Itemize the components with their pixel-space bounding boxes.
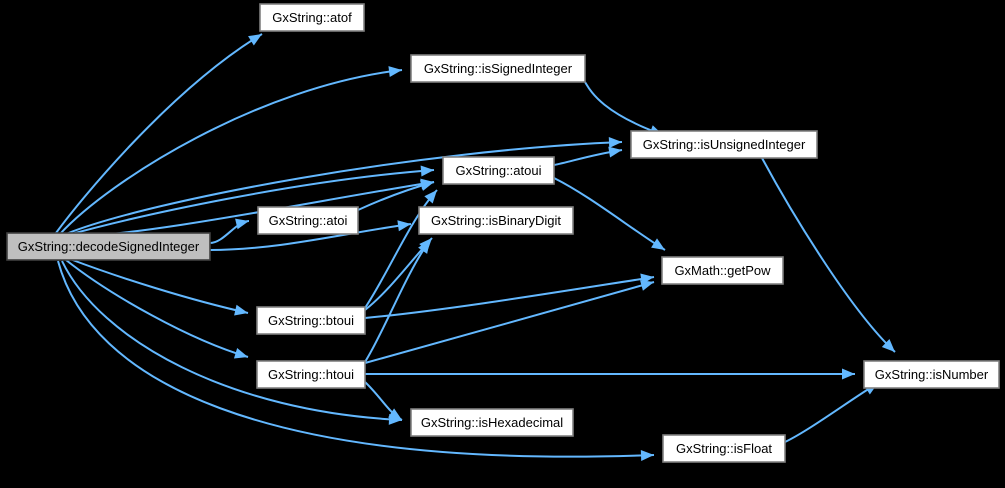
edge-htoui-to-isBinaryDigit (364, 239, 431, 363)
edge-decodeSignedInteger-to-atoui (67, 165, 435, 236)
node-label: GxString::btoui (268, 313, 354, 328)
edge-line (364, 276, 655, 319)
nodes-layer: GxString::decodeSignedInteger GxString::a… (6, 3, 1000, 463)
edge-arrowhead (608, 137, 622, 149)
edge-decodeSignedInteger-to-isFloat (57, 260, 655, 461)
edge-htoui-to-isNumber (364, 368, 856, 380)
node-isBinaryDigit[interactable]: GxString::isBinaryDigit (418, 206, 574, 235)
node-label: GxString::isBinaryDigit (431, 213, 561, 228)
node-isNumber[interactable]: GxString::isNumber (863, 360, 1000, 389)
edge-decodeSignedInteger-to-atoi (209, 218, 250, 244)
node-label: GxString::atof (272, 10, 352, 25)
edge-arrowhead (640, 449, 654, 461)
node-label: GxString::decodeSignedInteger (18, 239, 200, 254)
node-box[interactable] (256, 306, 366, 335)
node-box[interactable] (410, 408, 574, 437)
edge-decodeSignedInteger-to-isBinaryDigit (209, 220, 412, 251)
node-box[interactable] (6, 232, 211, 261)
node-box[interactable] (442, 156, 555, 185)
node-label: GxString::isSignedInteger (424, 61, 573, 76)
edge-line (761, 157, 896, 353)
edge-arrowhead (388, 66, 402, 78)
node-box[interactable] (257, 206, 359, 235)
node-box[interactable] (630, 130, 818, 159)
edge-arrowhead (842, 368, 855, 380)
edge-arrowhead (235, 218, 249, 230)
edge-line (65, 259, 249, 358)
edge-decodeSignedInteger-to-btoui (69, 258, 249, 316)
edge-line (57, 260, 655, 458)
edge-line (209, 223, 412, 251)
edge-arrowhead (397, 220, 411, 232)
edge-line (61, 260, 403, 421)
node-btoui[interactable]: GxString::btoui (256, 306, 366, 335)
edge-line (67, 169, 435, 236)
edge-decodeSignedInteger-to-isHexadecimal (61, 260, 403, 425)
edge-arrowhead (233, 347, 248, 359)
edge-line (69, 258, 249, 314)
node-label: GxString::isUnsignedInteger (643, 137, 806, 152)
edge-atoui-to-getPow (553, 177, 666, 251)
edge-arrowhead (418, 240, 430, 254)
node-isHexadecimal[interactable]: GxString::isHexadecimal (410, 408, 574, 437)
node-isUnsignedInteger[interactable]: GxString::isUnsignedInteger (630, 130, 818, 159)
edge-arrowhead (388, 408, 402, 420)
edge-line (364, 239, 431, 363)
edge-isUnsignedInteger-to-isNumber (761, 157, 896, 353)
edge-htoui-to-getPow (364, 280, 655, 364)
edge-line (553, 177, 666, 251)
edge-line (364, 281, 655, 364)
node-atoui[interactable]: GxString::atoui (442, 156, 555, 185)
node-isFloat[interactable]: GxString::isFloat (662, 434, 786, 463)
edge-line (65, 141, 623, 235)
node-label: GxString::isNumber (875, 367, 989, 382)
edge-arrowhead (640, 280, 654, 291)
node-atof[interactable]: GxString::atof (259, 3, 365, 32)
node-atoi[interactable]: GxString::atoi (257, 206, 359, 235)
edge-decodeSignedInteger-to-htoui (65, 259, 249, 359)
node-box[interactable] (410, 54, 586, 83)
edge-line (55, 33, 263, 234)
node-getPow[interactable]: GxMath::getPow (661, 256, 784, 285)
edge-decodeSignedInteger-to-atof (55, 33, 263, 234)
node-label: GxString::isFloat (676, 441, 772, 456)
edge-htoui-to-isHexadecimal (364, 381, 403, 421)
edge-line (364, 189, 438, 309)
edge-btoui-to-atoui (364, 189, 438, 309)
edge-arrowhead (881, 339, 895, 352)
node-htoui[interactable]: GxString::htoui (256, 360, 366, 389)
edge-line (584, 81, 664, 136)
node-decodeSignedInteger[interactable]: GxString::decodeSignedInteger (6, 232, 211, 261)
edge-line (59, 69, 403, 235)
node-box[interactable] (662, 434, 786, 463)
edge-arrowhead (248, 34, 262, 46)
node-box[interactable] (661, 256, 784, 285)
edge-line (784, 382, 879, 443)
node-label: GxString::atoui (456, 163, 542, 178)
edge-arrowhead (234, 304, 248, 316)
node-box[interactable] (418, 206, 574, 235)
edge-arrowhead (420, 165, 434, 177)
edges-layer (55, 33, 896, 461)
edge-arrowhead (651, 238, 665, 250)
node-label: GxMath::getPow (674, 263, 771, 278)
node-label: GxString::htoui (268, 367, 354, 382)
edge-decodeSignedInteger-to-isUnsignedInteger (65, 137, 623, 235)
edge-decodeSignedInteger-to-isSignedInteger (59, 66, 403, 235)
node-box[interactable] (863, 360, 1000, 389)
node-isSignedInteger[interactable]: GxString::isSignedInteger (410, 54, 586, 83)
edge-arrowhead (608, 146, 622, 158)
node-label: GxString::isHexadecimal (421, 415, 563, 430)
node-box[interactable] (259, 3, 365, 32)
edge-atoui-to-isUnsignedInteger (553, 146, 623, 166)
edge-arrowhead (419, 180, 434, 191)
edge-arrowhead (424, 190, 437, 204)
node-box[interactable] (256, 360, 366, 389)
edge-atoi-to-atoui (357, 180, 435, 211)
node-label: GxString::atoi (269, 213, 348, 228)
